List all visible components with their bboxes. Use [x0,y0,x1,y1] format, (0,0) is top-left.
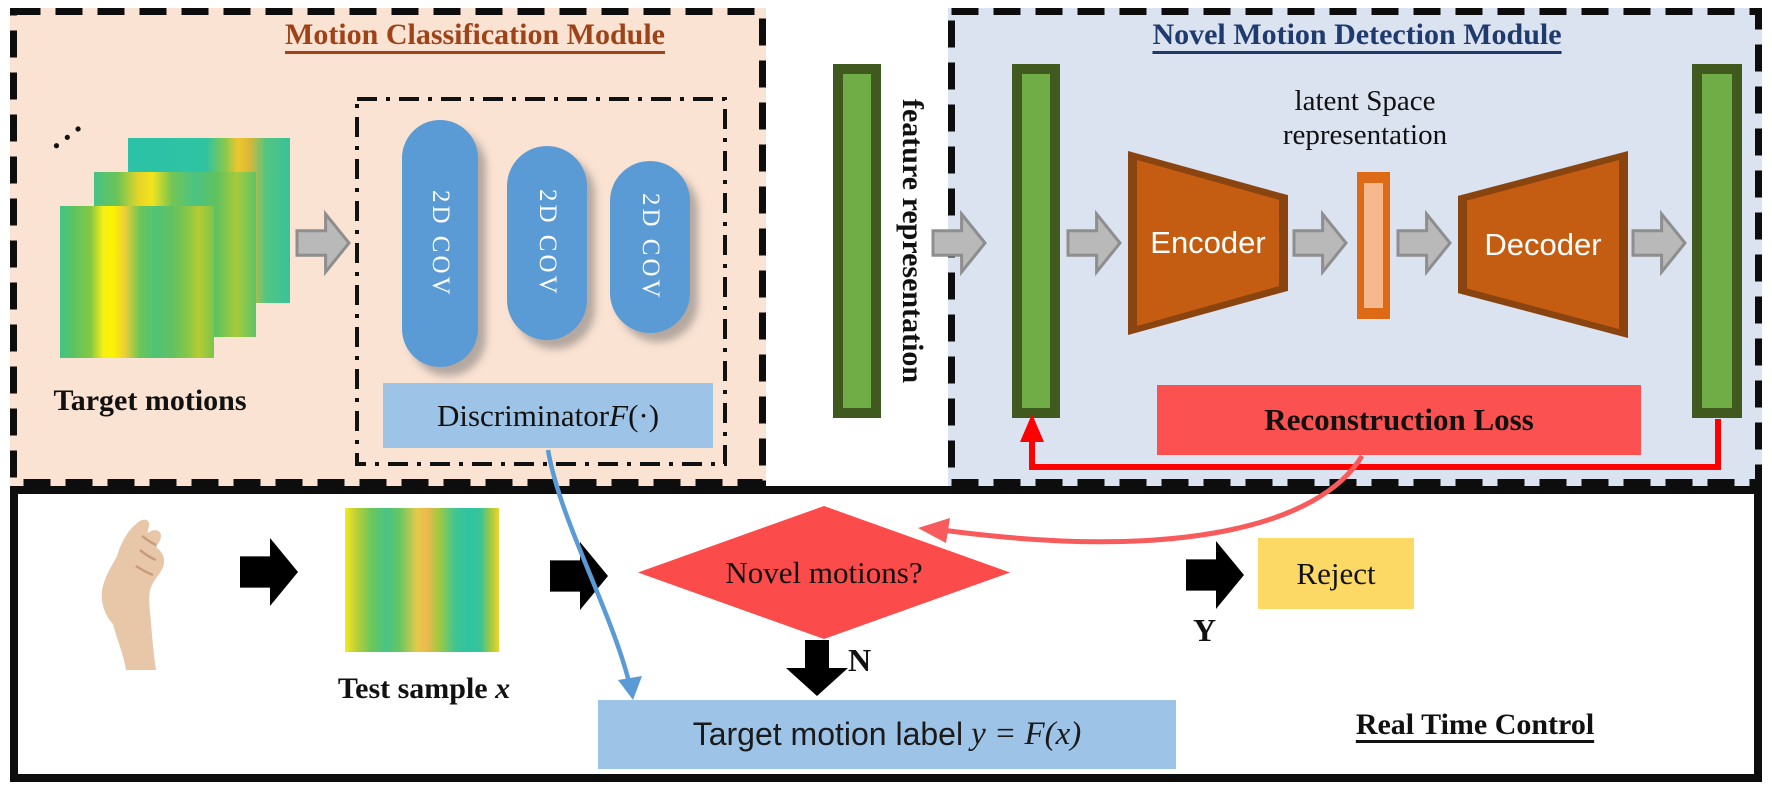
latent-space-label-line1: latent Space [1294,85,1436,117]
conv-block-3-label: 2D COV [637,193,664,301]
no-branch-label: N [848,642,872,678]
conv-block-3: 2D COV [610,161,690,333]
conv-block-2: 2D COV [507,146,587,340]
target-motion-label-math: y = F(x) [971,716,1082,752]
reconstruction-loss-box: Reconstruction Loss [1157,385,1641,455]
latent-space-label-line2: representation [1282,119,1448,152]
detection-module-title: Novel Motion Detection Module [1152,18,1562,51]
test-sample-label: Test sample x [337,672,511,705]
target-motion-heatmap-front [60,206,214,358]
feature-bar-left [833,64,881,418]
discriminator-box: Discriminator F (·) [383,383,713,448]
feature-representation-label: feature representation [896,98,929,384]
reject-box: Reject [1258,538,1414,609]
feature-bar-detection-input [1012,64,1060,418]
conv-block-1-label: 2D COV [427,189,454,298]
target-motion-label-text: Target motion label [692,716,964,752]
test-sample-heatmap [345,508,499,652]
target-motion-label-box: Target motion label y = F(x) [598,700,1176,769]
discriminator-suffix: (·) [628,397,660,433]
latent-vector-bar [1357,172,1390,319]
real-time-control-title: Real Time Control [1355,708,1595,741]
conv-block-1: 2D COV [402,120,478,367]
discriminator-label: Discriminator [436,397,610,433]
latent-space-label: latent Space representation [1240,84,1490,152]
conv-block-2-label: 2D COV [534,189,561,297]
classification-module-title: Motion Classification Module [285,18,665,51]
yes-branch-label: Y [1193,612,1217,648]
feature-bar-detection-output [1692,64,1742,418]
discriminator-symbol: F [609,397,629,433]
target-motions-label: Target motions [53,384,247,417]
